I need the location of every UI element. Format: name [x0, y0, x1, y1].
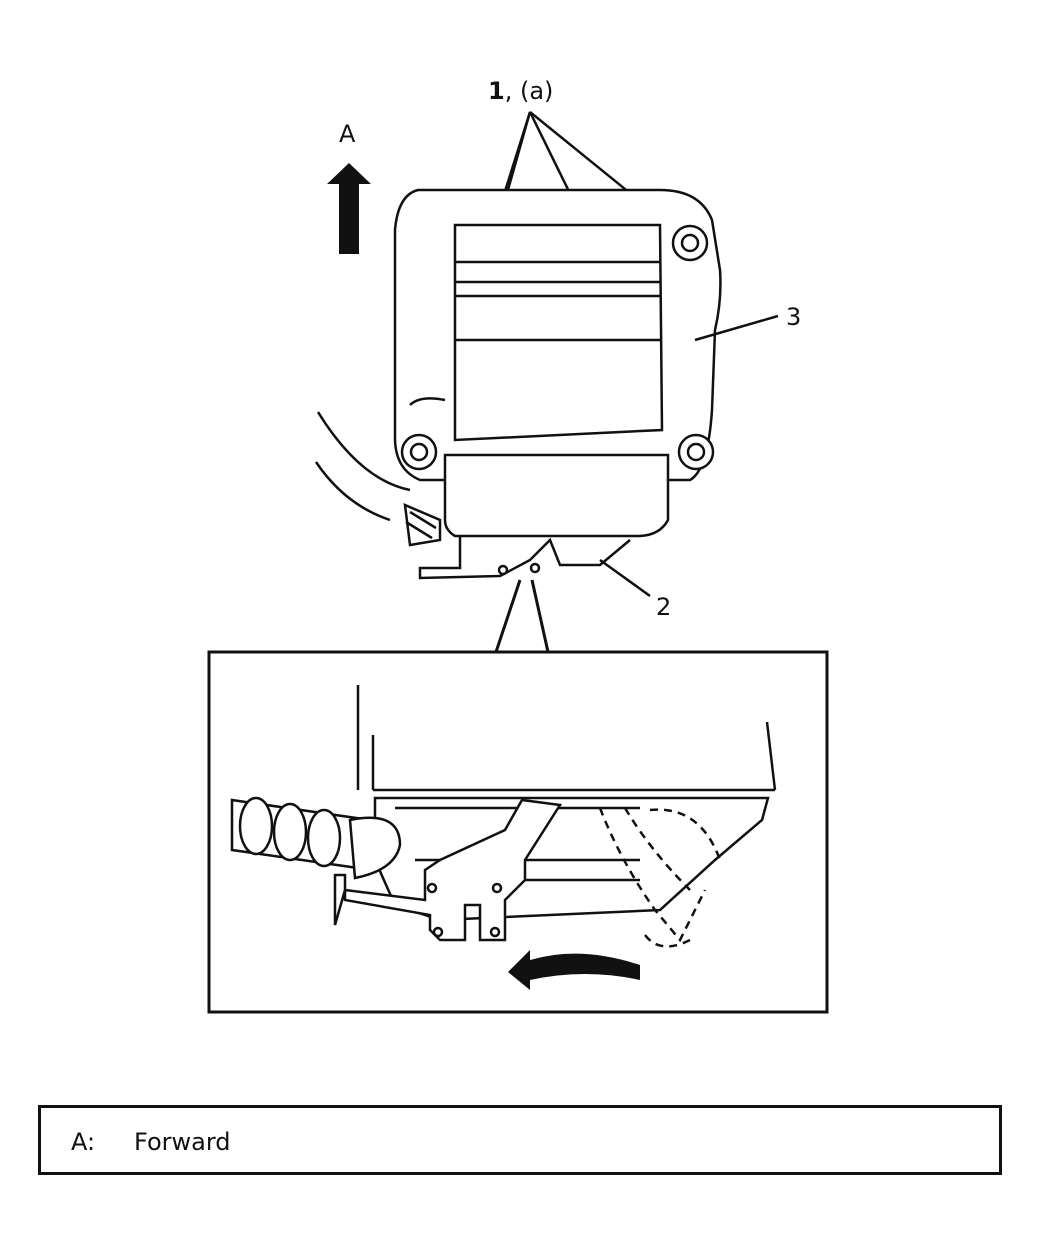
forward-arrow-icon	[327, 163, 371, 254]
nut-icon	[400, 433, 438, 471]
legend-text: Forward	[134, 1128, 231, 1156]
legend-key: A:	[71, 1128, 96, 1156]
wiring-harness	[314, 411, 442, 547]
arrow-label-a: A	[339, 120, 356, 148]
detail-connector-lever	[333, 798, 563, 942]
detail-harness	[230, 796, 402, 880]
callout-2-leader	[599, 558, 651, 598]
detail-lever-rotated-dashed	[598, 807, 722, 948]
detail-pointer	[494, 579, 550, 653]
rotate-arrow-icon	[508, 950, 640, 990]
callout-3: 3	[786, 303, 801, 331]
legend-box: A: Forward	[38, 1105, 1002, 1175]
connector-cover	[418, 453, 670, 580]
callout-2: 2	[656, 593, 671, 621]
nut-icon	[671, 224, 709, 262]
callout-3-leader	[694, 314, 779, 342]
nut-icon	[677, 433, 715, 471]
callout-1: 1, (a)	[488, 77, 553, 105]
unit-housing	[393, 188, 722, 482]
